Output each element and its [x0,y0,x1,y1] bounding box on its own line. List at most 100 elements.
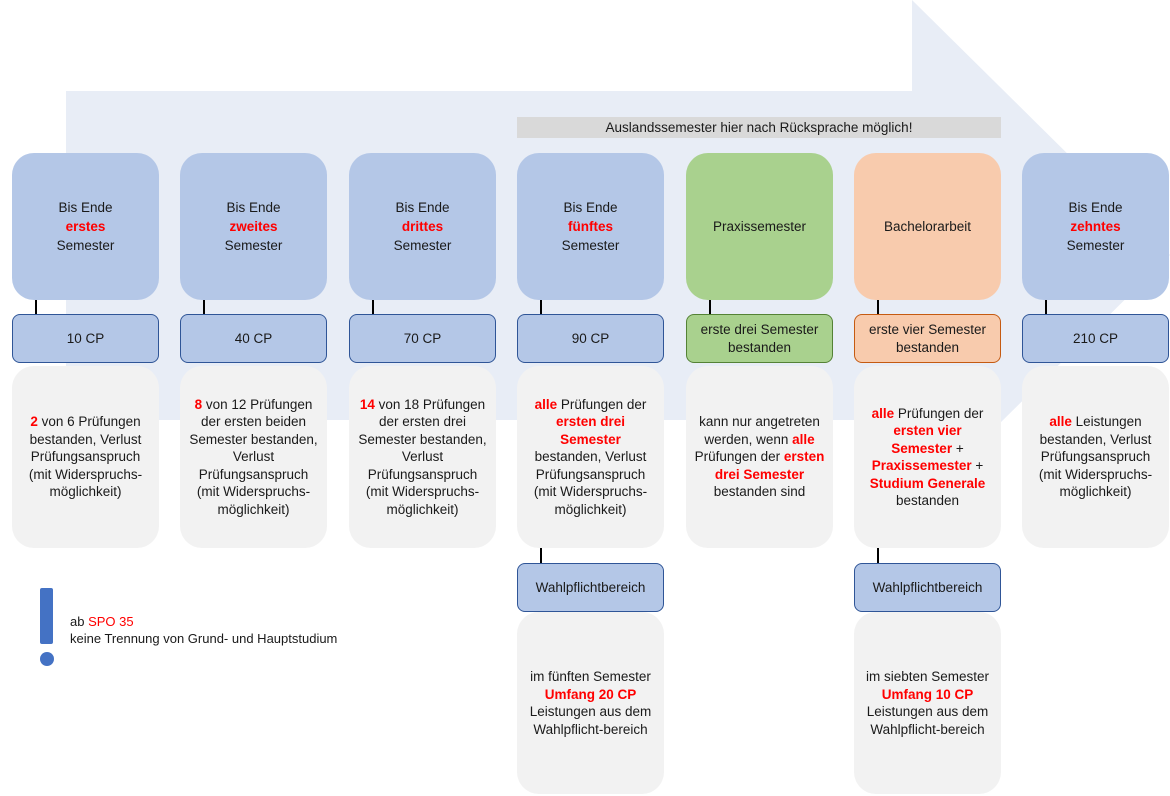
wahlpflicht-highlight: Umfang 10 CP [881,686,974,702]
stage-header-line: Semester [1066,238,1125,253]
stage-ordinal: erstes [65,219,106,234]
requirement-description: 14 von 18 Prüfungen der ersten drei Seme… [349,366,496,548]
requirement-description: kann nur angetreten werden, wenn alle Pr… [686,366,833,548]
stage-header-line: Semester [224,238,283,253]
requirement-description: 2 von 6 Prüfungen bestanden, Verlust Prü… [12,366,159,548]
wahlpflicht-description: im siebten Semester Umfang 10 CP Leistun… [854,612,1001,794]
wahlpflicht-highlight: Umfang 20 CP [544,686,637,702]
requirement-description: 8 von 12 Prüfungen der ersten beiden Sem… [180,366,327,548]
connector-line [372,300,374,314]
requirement-text: alle Prüfungen der ersten drei Semester … [525,396,656,519]
wahlpflicht-segment: im siebten Semester [865,669,990,684]
requirement-highlight: alle [534,396,558,412]
stage-header-line: Semester [56,238,115,253]
requirement-segment: von 12 Prüfungen der ersten beiden Semes… [189,396,318,517]
requirement-segment: von 6 Prüfungen bestanden, Verlust Prüfu… [28,414,143,500]
credit-requirement: erste vier Semester bestanden [854,314,1001,363]
requirement-segment: kann nur angetreten werden, wenn [699,414,820,447]
stage-header-line: Praxissemester [712,219,807,234]
wahlpflicht-text: im fünften Semester Umfang 20 CP Leistun… [525,668,656,738]
requirement-text: alle Leistungen bestanden, Verlust Prüfu… [1030,413,1161,501]
requirement-highlight: ersten drei Semester [714,449,825,482]
credit-requirement: 40 CP [180,314,327,363]
requirement-segment: + [971,458,984,473]
requirement-highlight: Praxissemester [871,458,972,473]
requirement-highlight: 8 [194,396,203,412]
requirement-text: 8 von 12 Prüfungen der ersten beiden Sem… [188,396,319,519]
requirement-text: alle Prüfungen der ersten vier Semester … [862,405,993,510]
exchange-semester-banner: Auslandssemester hier nach Rücksprache m… [517,117,1001,138]
requirement-text: 2 von 6 Prüfungen bestanden, Verlust Prü… [20,413,151,501]
stage-header-line: Bis Ende [563,200,618,215]
requirement-segment: + [952,440,964,456]
connector-line [203,300,205,314]
exclamation-icon [40,588,53,644]
connector-line [540,300,542,314]
requirement-highlight: 2 [30,414,38,430]
stage-header: Praxissemester [686,153,833,300]
note-prefix: ab [70,614,89,629]
requirement-highlight: 14 [359,396,375,412]
wahlpflicht-description: im fünften Semester Umfang 20 CP Leistun… [517,612,664,794]
connector-line [1045,300,1047,314]
stage-header-line: Bis Ende [226,200,281,215]
requirement-segment: Leistungen bestanden, Verlust Prüfungsan… [1038,414,1153,500]
connector-line [877,300,879,314]
requirement-segment: Prüfungen der [557,396,647,412]
connector-line [709,300,711,314]
requirement-segment: bestanden [895,493,960,508]
spo-note: ab SPO 35 keine Trennung von Grund- und … [70,613,337,647]
wahlpflicht-box: Wahlpflichtbereich [854,563,1001,612]
requirement-segment: bestanden sind [713,484,806,500]
requirement-description: alle Leistungen bestanden, Verlust Prüfu… [1022,366,1169,548]
wahlpflicht-text: im siebten Semester Umfang 10 CP Leistun… [862,668,993,738]
requirement-text: 14 von 18 Prüfungen der ersten drei Seme… [357,396,488,519]
requirement-segment: bestanden, Verlust Prüfungsanspruch (mit… [533,449,648,517]
credit-requirement: 90 CP [517,314,664,363]
requirement-highlight: alle [871,405,895,421]
wahlpflicht-segment: Leistungen aus dem Wahlpflicht-bereich [529,704,652,737]
stage-header-line: Bis Ende [395,200,450,215]
exclamation-dot [40,652,54,666]
stage-header-line: Bis Ende [58,200,113,215]
wahlpflicht-segment: im fünften Semester [530,669,651,684]
stage-ordinal: zweites [229,219,278,234]
stage-header: Bachelorarbeit [854,153,1001,300]
credit-requirement: 10 CP [12,314,159,363]
requirement-highlight: alle [792,431,815,447]
requirement-segment: Prüfungen der [894,405,984,421]
stage-header-line: Bachelorarbeit [883,219,972,234]
credit-requirement: 70 CP [349,314,496,363]
requirement-highlight: ersten vier Semester [891,423,962,456]
wahlpflicht-segment: Leistungen aus dem Wahlpflicht-bereich [866,704,989,737]
connector-line [540,548,542,563]
wahlpflicht-box: Wahlpflichtbereich [517,563,664,612]
stage-header-line: Bis Ende [1068,200,1123,215]
stage-ordinal: drittes [401,219,444,234]
stage-header-line: Semester [393,238,452,253]
stage-ordinal: zehntes [1070,219,1121,234]
requirement-description: alle Prüfungen der ersten drei Semester … [517,366,664,548]
requirement-segment: Prüfungen der [694,449,784,465]
credit-requirement: erste drei Semester bestanden [686,314,833,363]
requirement-description: alle Prüfungen der ersten vier Semester … [854,366,1001,548]
stage-header-text: Bachelorarbeit [884,217,971,236]
requirement-highlight: alle [1049,414,1072,430]
connector-line [35,300,37,314]
note-line2: keine Trennung von Grund- und Hauptstudi… [70,631,338,646]
requirement-segment: von 18 Prüfungen der ersten drei Semeste… [358,396,487,517]
stage-header-text: Praxissemester [713,217,806,236]
note-highlight: SPO 35 [88,614,134,629]
stage-header-line: Semester [561,238,620,253]
connector-line [877,548,879,563]
requirement-text: kann nur angetreten werden, wenn alle Pr… [694,413,825,501]
